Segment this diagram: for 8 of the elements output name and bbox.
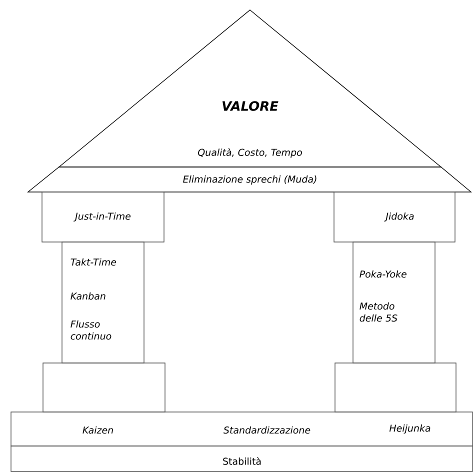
pillar-base bbox=[42, 362, 166, 412]
pillar-column: Poka-Yoke Metodo delle 5S bbox=[352, 242, 436, 364]
foundation-band: Stabilità bbox=[10, 446, 473, 472]
pillar-capital: Just-in-Time bbox=[42, 192, 164, 242]
pillar-column: Takt-Time Kanban Flusso continuo bbox=[62, 242, 144, 364]
foundation-band: Kaizen Standardizzazione Heijunka bbox=[10, 412, 473, 446]
pillar-base bbox=[334, 362, 456, 412]
pillar-capital: Jidoka bbox=[334, 192, 456, 242]
